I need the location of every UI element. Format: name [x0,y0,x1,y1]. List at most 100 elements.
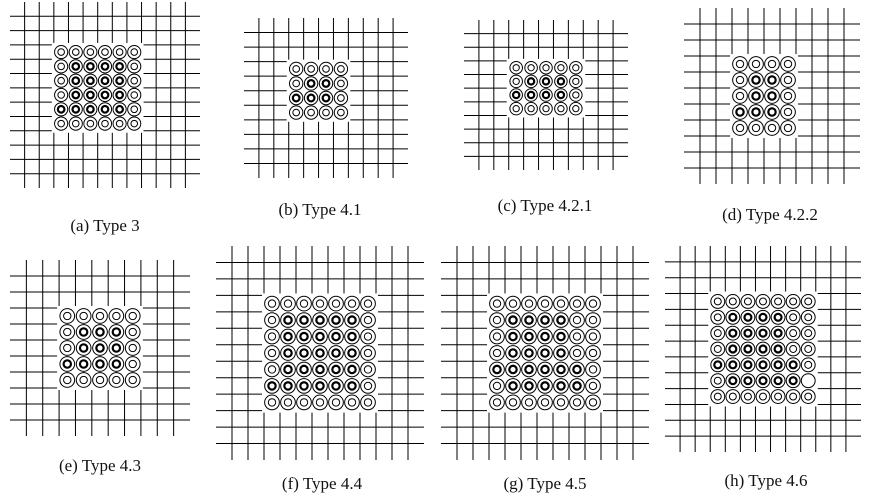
sensor-circle [264,295,280,312]
sensor-circle [740,341,756,357]
sensor-circle [755,357,771,373]
sensor-circle [97,59,113,74]
caption-h: (h) Type 4.6 [724,471,808,490]
sensor-circle [303,76,319,91]
sensor-circle [312,328,328,345]
sensor-circle [740,294,756,309]
sensor-circle [521,328,537,345]
sensor-circle [780,72,796,88]
sensor-circle [521,295,537,312]
sensor-circle [83,87,98,103]
sensor-circle [509,88,523,102]
caption-d: (d) Type 4.2.2 [722,205,818,224]
sensor-circle [521,312,537,328]
sensor-circle [296,295,312,312]
panel-c [464,20,628,170]
sensor-circle [585,361,601,378]
sensor-circle [68,102,83,117]
sensor-circle [521,378,537,394]
sensor-circle [505,345,521,361]
sensor-circle [68,116,83,131]
sensor-circle [75,356,92,372]
sensor-circle [509,101,523,116]
sensor-circle [748,104,764,120]
sensor-circle [785,294,801,309]
sensor-circle [318,76,334,91]
sensor-circle [569,345,585,361]
sensor-circle [112,59,127,74]
grid-diagram-c [464,20,628,170]
sensor-circle [83,73,98,88]
sensor-circle [360,361,376,378]
sensor-circle [755,373,771,389]
sensor-circle [280,328,296,345]
sensor-circle [524,88,538,102]
sensor-circle [112,87,127,103]
sensor-circle [288,90,304,106]
sensor-circle [800,325,816,341]
sensor-circle [59,340,76,356]
sensor-circle [92,356,108,372]
sensor-circle [725,373,741,389]
sensor-circle [489,361,505,378]
sensor-circle [54,102,69,117]
sensor-circle [360,378,376,394]
sensor-circle [54,44,69,60]
sensor-circle [54,116,69,131]
sensor-block-background [51,42,144,133]
sensor-circle [112,116,127,131]
sensor-circle [296,328,312,345]
sensor-circle [764,104,780,120]
sensor-circle [505,394,521,411]
sensor-circle [785,325,801,341]
sensor-circle [569,101,583,116]
sensor-circle [785,357,801,373]
sensor-circle [725,357,741,373]
sensor-circle [264,378,280,394]
sensor-circle [360,345,376,361]
sensor-circle [553,328,569,345]
sensor-circle [54,73,69,88]
sensor-circle [710,357,726,373]
sensor-circle [59,356,76,372]
sensor-circle [124,340,141,356]
sensor-circle [68,73,83,88]
grid-diagram-e [10,260,190,436]
sensor-circle [112,44,127,60]
sensor-circle [800,341,816,357]
sensor-circle [83,44,98,60]
sensor-circle [505,312,521,328]
sensor-circle [280,394,296,411]
sensor-circle [553,312,569,328]
sensor-circle [569,88,583,102]
sensor-circle [296,394,312,411]
sensor-circle [344,345,360,361]
sensor-circle [569,60,583,75]
sensor-circle [333,90,349,106]
sensor-circle [264,328,280,345]
sensor-circle [264,345,280,361]
sensor-circle [740,357,756,373]
sensor-circle [553,394,569,411]
sensor-circle [780,88,796,104]
sensor-circle [124,308,141,324]
sensor-circle [710,341,726,357]
sensor-circle [303,105,319,120]
sensor-circle [553,295,569,312]
sensor-circle [521,361,537,378]
sensor-circle [710,309,726,325]
sensor-circle [780,104,796,120]
sensor-circle [569,361,585,378]
sensor-circle [524,74,538,89]
sensor-circle [740,325,756,341]
sensor-circle [489,295,505,312]
sensor-circle [280,295,296,312]
sensor-circle [288,61,304,77]
sensor-circle [360,328,376,345]
sensor-circle [83,116,98,131]
sensor-circle [296,378,312,394]
sensor-circle [710,389,726,404]
sensor-circle [489,312,505,328]
sensor-circle [303,90,319,106]
